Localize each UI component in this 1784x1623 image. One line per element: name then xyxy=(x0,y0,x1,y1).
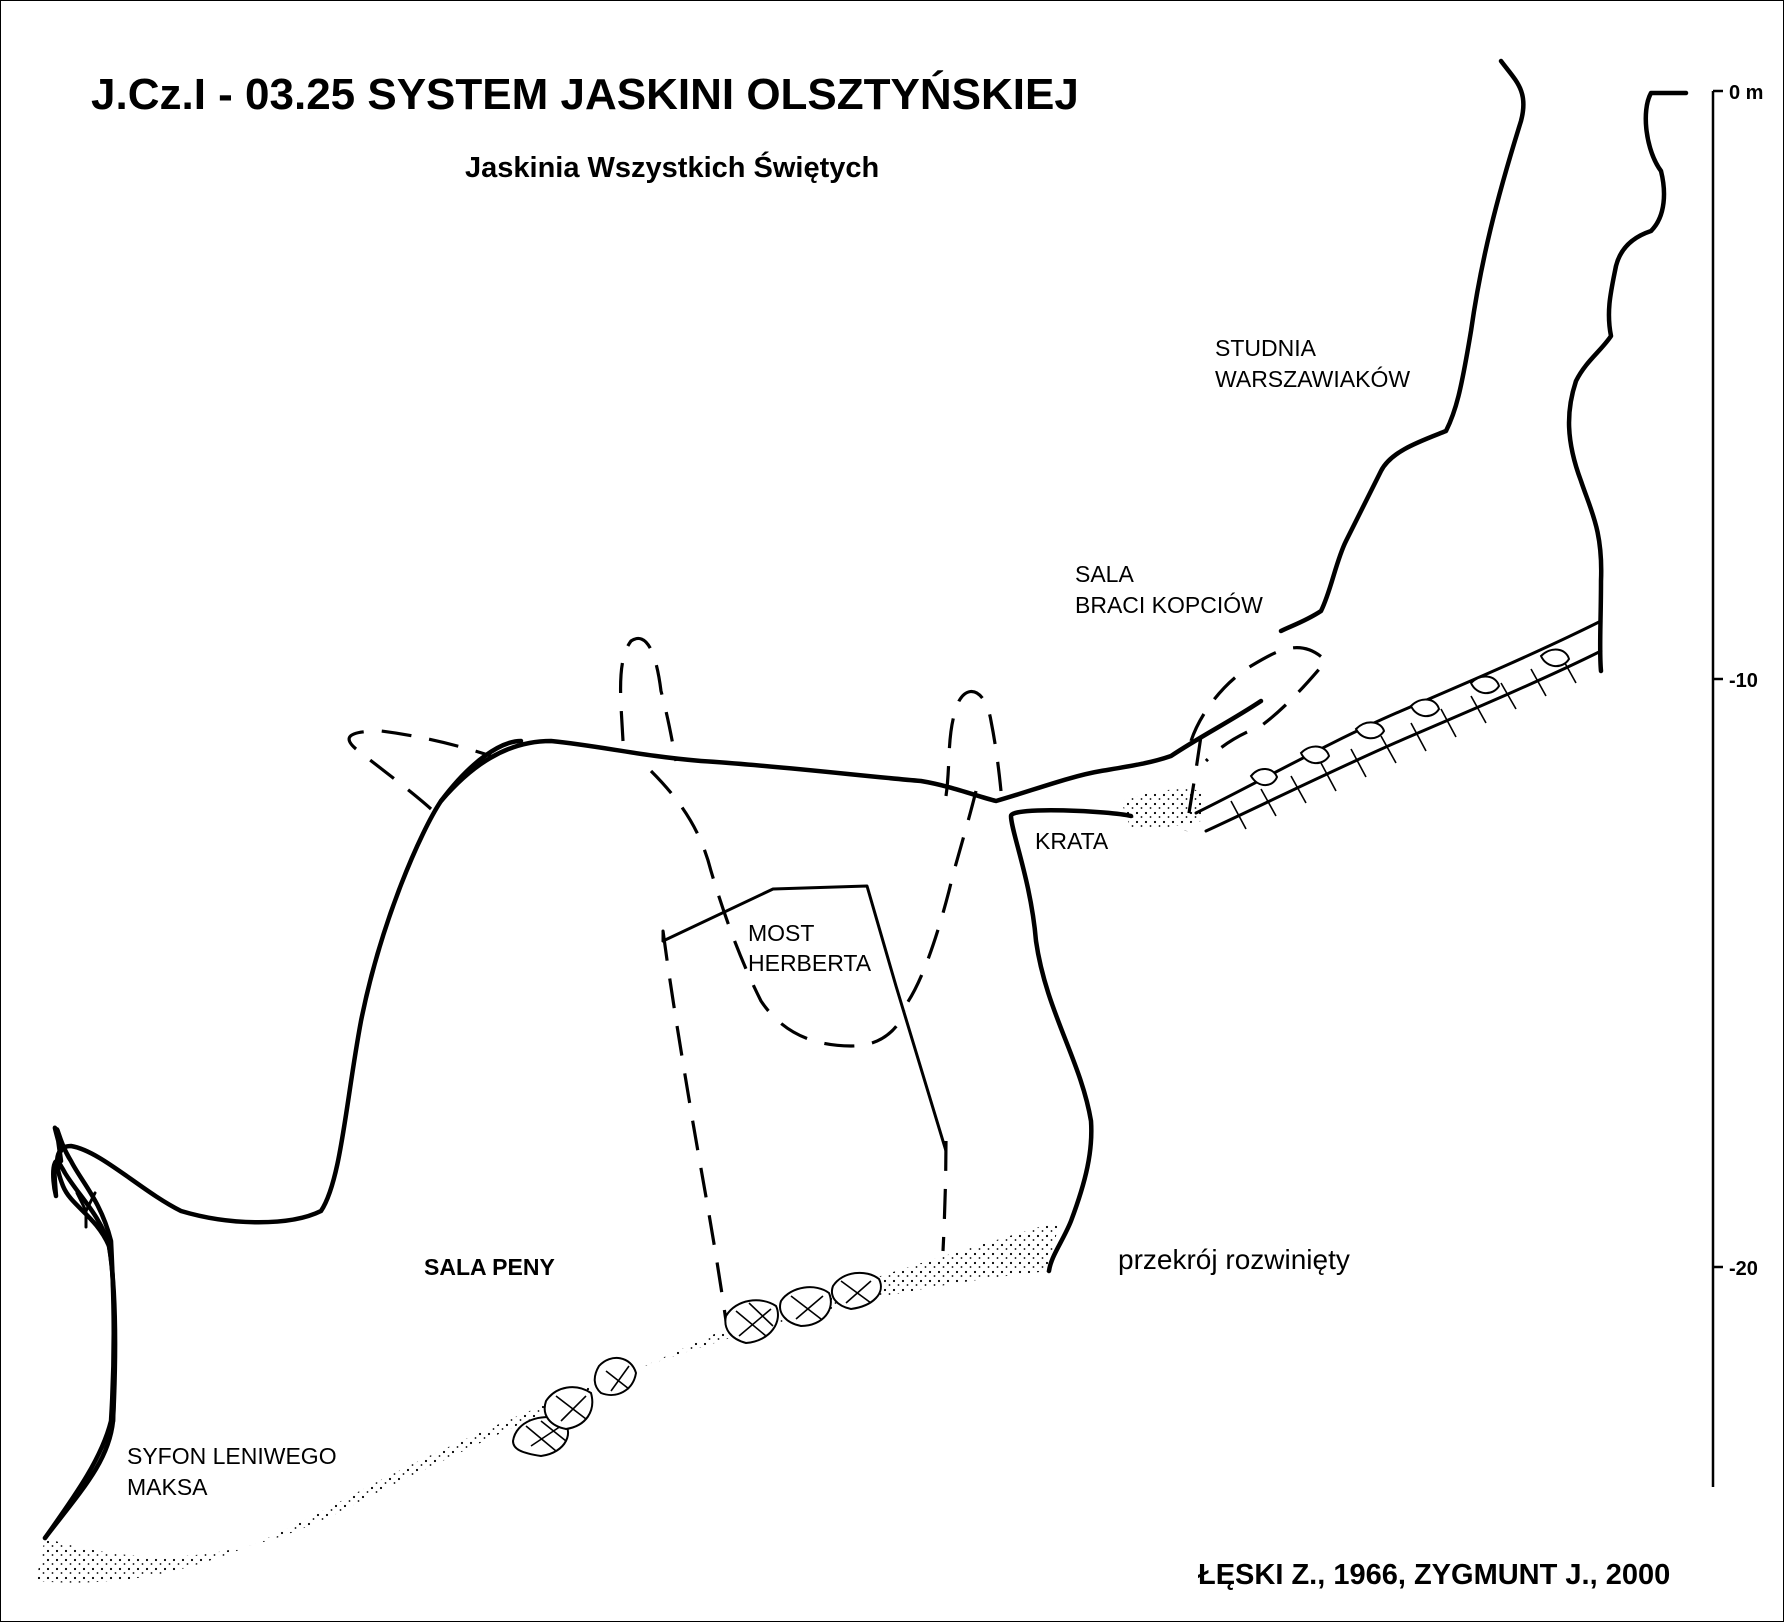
dashed-outline-shaft xyxy=(1184,735,1203,832)
dashed-outline-chimney-2 xyxy=(944,689,1003,797)
label-sala-braci-line1: SALA xyxy=(1075,561,1134,587)
dashed-outline-chimney-1 xyxy=(618,637,678,762)
dashed-outline-right-arch xyxy=(899,790,978,1013)
map-title: J.Cz.I - 03.25 SYSTEM JASKINI OLSZTYŃSKI… xyxy=(91,69,1079,119)
depth-tick-0: 0 m xyxy=(1729,82,1763,104)
dashed-outline-krata-passage xyxy=(1189,646,1329,763)
cave-wall-syfon-loop xyxy=(54,738,524,1424)
label-most-line2: HERBERTA xyxy=(748,950,872,976)
label-sala-peny: SALA PENY xyxy=(424,1254,555,1280)
label-krata: KRATA xyxy=(1035,828,1109,854)
label-syfon-line2: MAKSA xyxy=(127,1474,208,1500)
breakdown-rubble-upper xyxy=(1194,619,1603,833)
breakdown-rocks-main xyxy=(511,1271,882,1458)
dashed-outline-left-lobe xyxy=(347,729,492,811)
author-credits: ŁĘSKI Z., 1966, ZYGMUNT J., 2000 xyxy=(1198,1559,1670,1591)
sediment-floor-krata xyxy=(1121,789,1201,830)
depth-tick-20: -20 xyxy=(1729,1258,1758,1280)
cave-wall-studnia-left xyxy=(1278,58,1526,634)
cave-wall-studnia-right xyxy=(1566,90,1689,674)
depth-tick-10: -10 xyxy=(1729,670,1758,692)
cave-ceiling-main xyxy=(438,698,1264,804)
dashed-outline-lower-left xyxy=(661,930,728,1322)
most-herberta-bridge xyxy=(661,884,948,1153)
label-most-line1: MOST xyxy=(748,920,814,946)
y-marker-icon xyxy=(75,1191,97,1229)
label-section-type: przekrój rozwinięty xyxy=(1118,1244,1350,1275)
label-sala-braci-line2: BRACI KOPCIÓW xyxy=(1075,592,1263,618)
label-syfon-line1: SYFON LENIWEGO xyxy=(127,1443,337,1469)
map-subtitle: Jaskinia Wszystkich Świętych xyxy=(465,150,879,184)
label-studnia-line2: WARSZAWIAKÓW xyxy=(1215,366,1410,392)
dashed-outline-most-arch xyxy=(649,769,908,1048)
depth-scale: 0 m -10 -20 xyxy=(1711,82,1763,1487)
label-studnia-line1: STUDNIA xyxy=(1215,335,1317,361)
cave-wall-right-chamber xyxy=(1008,807,1134,1274)
dashed-outline-lower-right xyxy=(941,1140,948,1252)
